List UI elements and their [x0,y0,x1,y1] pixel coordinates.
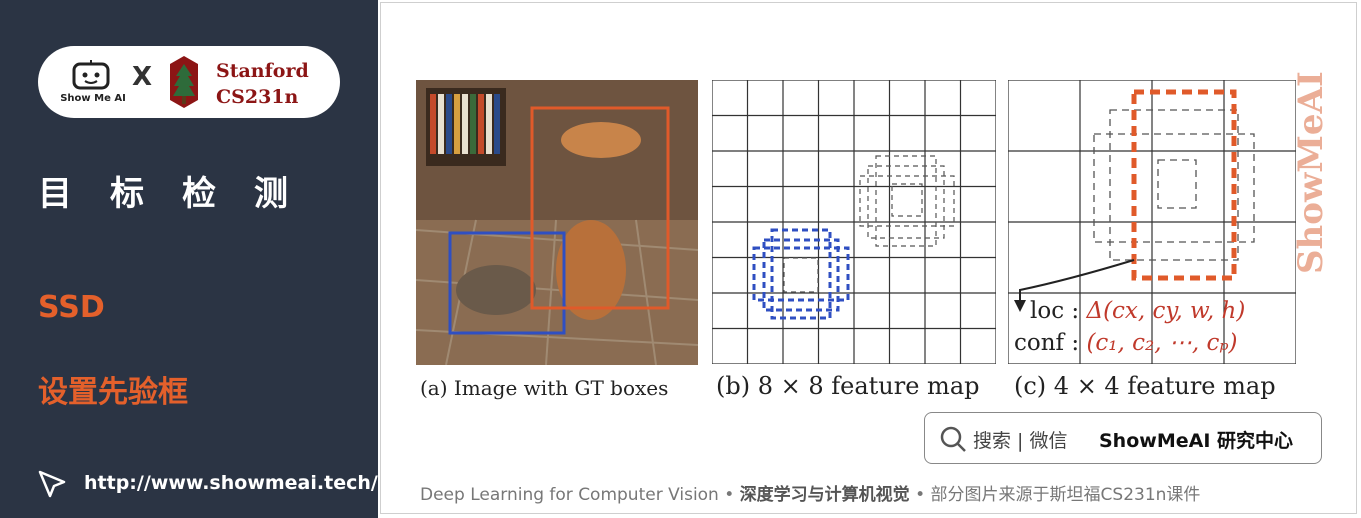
matched-default-box [1131,89,1237,281]
caption-c: (c) 4 × 4 feature map [1014,372,1276,400]
dog-body [556,220,626,320]
default-boxes-gray [783,155,955,293]
sidebar: Show Me AI X Stanford CS231n 目标检测 SSD 设置… [0,0,378,518]
website-link[interactable]: http://www.showmeai.tech/ [84,472,378,494]
prediction-arrow [1019,259,1135,302]
grid-4x4 [1008,80,1296,364]
topic-label: SSD [38,290,105,325]
showmeai-logo-icon [72,60,110,90]
caption-a: (a) Image with GT boxes [420,376,669,400]
footer-sep1: • [718,485,740,505]
page-title: 目标检测 [38,174,326,214]
conf-label: conf : [1014,330,1087,356]
conf-value: (c₁, c₂, ⋯, cₚ) [1086,330,1238,356]
cat-body [456,265,536,315]
content-frame [380,2,1357,514]
search-hint: 搜索 | 微信 [973,430,1068,452]
default-boxes-blue [752,228,850,320]
search-icon [940,426,966,452]
cat-gt-box [448,231,566,335]
footer: Deep Learning for Computer Vision • 深度学习… [420,480,1200,505]
search-brand: ShowMeAI 研究中心 [1099,430,1293,452]
cursor-icon [38,470,66,498]
wechat-search-box[interactable]: 搜索 | 微信 ShowMeAI 研究中心 [924,412,1322,464]
loc-formula: loc : Δ(cx, cy, w, h) [1030,298,1245,324]
brand-right: Stanford CS231n [216,58,309,110]
footer-sep2: • [909,485,931,505]
default-boxes-gray-4x4 [1093,109,1255,261]
loc-value: Δ(cx, cy, w, h) [1086,298,1246,324]
subtopic-label: 设置先验框 [38,375,188,410]
conf-formula: conf : (c₁, c₂, ⋯, cₚ) [1014,330,1238,356]
showmeai-watermark: ShowMeAI [1292,71,1328,274]
watermark-text: ShowMeAI [1292,71,1328,274]
brand-right-line2: CS231n [216,86,299,108]
loc-label: loc : [1030,298,1087,324]
footer-source: 部分图片来源于斯坦福CS231n课件 [930,485,1201,505]
books [430,94,500,154]
brand-left-label: Show Me AI [60,93,126,104]
caption-b: (b) 8 × 8 feature map [716,372,980,400]
brand-right-line1: Stanford [216,60,309,82]
footer-course: Deep Learning for Computer Vision [420,485,719,505]
brand-x: X [132,62,153,92]
footer-cn-title: 深度学习与计算机视觉 [739,485,910,505]
stanford-logo-icon [170,56,198,108]
grid-8x8 [712,80,996,364]
dog-gt-box [530,106,670,310]
photo-image [416,80,698,365]
